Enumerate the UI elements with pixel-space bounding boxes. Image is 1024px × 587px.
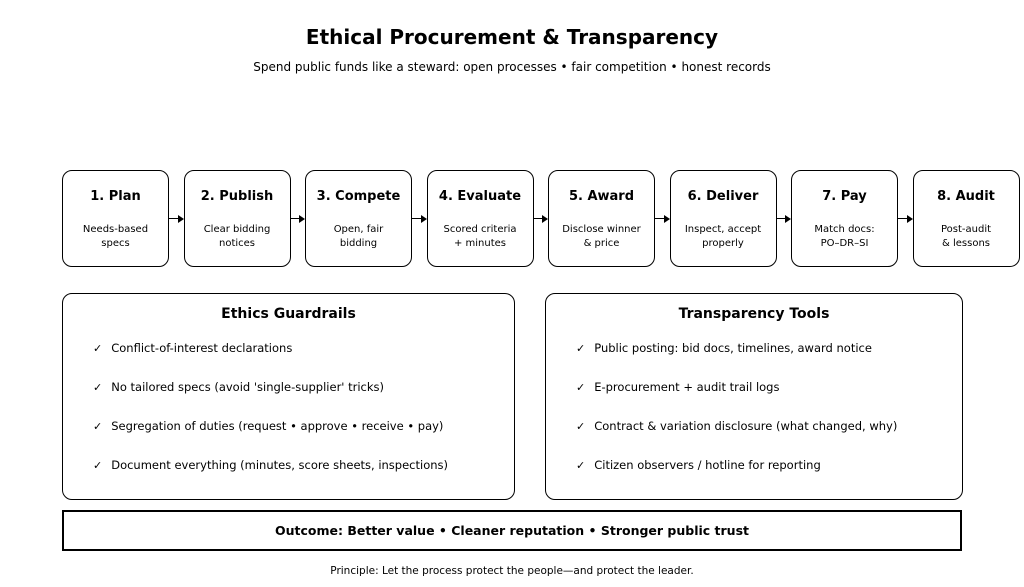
check-icon: ✓ xyxy=(576,419,586,433)
step-desc: Disclose winner & price xyxy=(562,224,641,249)
outcome-label: Outcome: Better value • Cleaner reputati… xyxy=(275,523,749,538)
step-title: 2. Publish xyxy=(200,189,274,204)
page-title: Ethical Procurement & Transparency xyxy=(305,25,719,49)
step-box-award: 5. Award Disclose winner & price xyxy=(548,170,655,267)
list-item-label: Contract & variation disclosure (what ch… xyxy=(594,419,898,433)
list-item: ✓ Segregation of duties (request • appro… xyxy=(93,418,506,434)
arrow-right-icon xyxy=(169,214,184,224)
arrow-right-icon xyxy=(655,214,670,224)
step-box-audit: 8. Audit Post-audit & lessons xyxy=(912,170,1020,267)
check-icon: ✓ xyxy=(93,458,103,472)
step-desc: Needs-based specs xyxy=(82,224,149,249)
step-box-publish: 2. Publish Clear bidding notices xyxy=(183,170,291,267)
step-desc: Match docs: PO–DR–SI xyxy=(814,224,875,249)
step-title: 8. Audit xyxy=(937,189,995,204)
list-item: ✓ Citizen observers / hotline for report… xyxy=(576,457,954,473)
arrow-right-icon xyxy=(290,214,305,224)
step-title: 7. Pay xyxy=(822,189,867,204)
list-item: ✓ Conflict-of-interest declarations xyxy=(93,340,506,356)
list-item-label: Citizen observers / hotline for reportin… xyxy=(594,458,821,472)
arrow-shaft xyxy=(655,217,664,220)
arrow-shaft xyxy=(412,217,421,220)
list-item-label: Public posting: bid docs, timelines, awa… xyxy=(594,341,872,355)
arrow-head xyxy=(663,214,670,223)
check-icon: ✓ xyxy=(576,341,586,355)
check-icon: ✓ xyxy=(576,458,586,472)
arrow-right-icon xyxy=(412,214,427,224)
list-item-label: Conflict-of-interest declarations xyxy=(111,341,293,355)
step-box-plan: 1. Plan Needs-based specs xyxy=(62,170,169,267)
list-item: ✓ Contract & variation disclosure (what … xyxy=(576,418,954,434)
arrow-right-icon xyxy=(776,214,791,224)
arrow-shaft xyxy=(898,217,907,220)
step-desc: Scored criteria + minutes xyxy=(443,224,517,249)
check-icon: ✓ xyxy=(93,419,103,433)
principle-footer: Principle: Let the process protect the p… xyxy=(330,565,694,577)
list-item: ✓ No tailored specs (avoid 'single-suppl… xyxy=(93,379,506,395)
step-box-pay: 7. Pay Match docs: PO–DR–SI xyxy=(791,170,898,267)
arrow-head xyxy=(420,214,427,223)
outcome-bar: Outcome: Better value • Cleaner reputati… xyxy=(62,510,962,551)
list-item-label: Segregation of duties (request • approve… xyxy=(111,419,444,433)
arrow-head xyxy=(785,214,791,223)
arrow-head xyxy=(906,214,913,223)
step-title: 3. Compete xyxy=(316,189,401,204)
step-box-deliver: 6. Deliver Inspect, accept properly xyxy=(669,170,777,267)
arrow-shaft xyxy=(290,217,299,220)
arrow-right-icon xyxy=(533,214,548,224)
arrow-shaft xyxy=(169,217,178,220)
list-item: ✓ Document everything (minutes, score sh… xyxy=(93,457,506,473)
step-title: 4. Evaluate xyxy=(438,189,522,204)
step-title: 6. Deliver xyxy=(687,189,759,204)
arrow-head xyxy=(177,214,184,223)
step-box-compete: 3. Compete Open, fair bidding xyxy=(305,170,412,267)
panel-title: Transparency Tools xyxy=(678,306,830,322)
list-item-label: Document everything (minutes, score shee… xyxy=(111,458,449,472)
arrow-shaft xyxy=(776,217,785,220)
step-box-evaluate: 4. Evaluate Scored criteria + minutes xyxy=(426,170,534,267)
list-item: ✓ Public posting: bid docs, timelines, a… xyxy=(576,340,954,356)
transparency-tools-panel: Transparency Tools ✓ Public posting: bid… xyxy=(545,293,963,500)
ethics-guardrails-panel: Ethics Guardrails ✓ Conflict-of-interest… xyxy=(62,293,515,500)
arrow-shaft xyxy=(533,217,542,220)
arrow-right-icon xyxy=(898,214,913,224)
step-desc: Post-audit & lessons xyxy=(940,224,992,249)
check-icon: ✓ xyxy=(93,341,103,355)
list-item-label: E-procurement + audit trail logs xyxy=(594,380,780,394)
step-desc: Clear bidding notices xyxy=(203,224,271,249)
step-title: 5. Award xyxy=(568,189,635,204)
arrow-head xyxy=(542,214,548,223)
list-item: ✓ E-procurement + audit trail logs xyxy=(576,379,954,395)
panel-title: Ethics Guardrails xyxy=(221,306,356,322)
step-title: 1. Plan xyxy=(90,189,141,204)
check-icon: ✓ xyxy=(576,380,586,394)
step-desc: Open, fair bidding xyxy=(333,224,384,249)
arrow-head xyxy=(299,214,305,223)
step-desc: Inspect, accept properly xyxy=(684,224,762,249)
check-icon: ✓ xyxy=(93,380,103,394)
page-subtitle: Spend public funds like a steward: open … xyxy=(253,60,771,74)
list-item-label: No tailored specs (avoid 'single-supplie… xyxy=(111,380,385,394)
